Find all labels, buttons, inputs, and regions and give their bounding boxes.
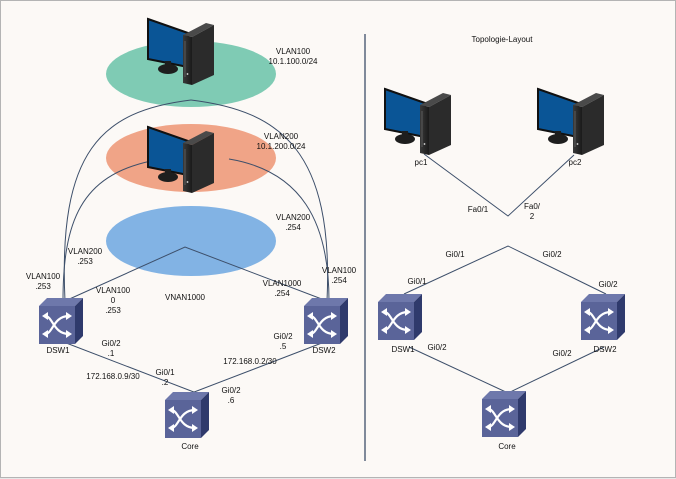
core-label: Core — [181, 442, 199, 451]
right-dsw1-switch-icon[interactable] — [376, 292, 424, 342]
pc2-port-label: Fa0/ 2 — [523, 202, 541, 221]
vlan1000-dsw2-label: VLAN1000 .254 — [262, 279, 302, 298]
link-vlan1000 — [64, 246, 328, 302]
link-dsw2-core-right — [507, 346, 605, 394]
link1-subnet-label: 172.168.0.9/30 — [86, 372, 140, 381]
link-dsw1-core-right — [408, 346, 509, 394]
link-vlan100-dsw1 — [63, 99, 192, 302]
vlan1000-zone — [106, 206, 276, 276]
pc1-label: pc1 — [414, 158, 428, 167]
dsw1-switch-icon[interactable] — [37, 296, 85, 346]
right-dsw1-label: DSW1 — [391, 345, 415, 354]
link-vlan200-dsw2 — [228, 158, 330, 302]
vlan200-dsw2-label: VLAN200 .254 — [275, 213, 311, 232]
vlan1000-dsw1-label: VLAN100 0 .253 — [95, 286, 131, 315]
link-dsw1-core — [60, 340, 200, 395]
vlan200-zone-label: VLAN200 10.1.200.0/24 — [256, 132, 306, 151]
right-dsw2-label: DSW2 — [593, 345, 617, 354]
top-right-port-label: Gi0/2 — [542, 250, 562, 259]
right-dsw2-switch-icon[interactable] — [579, 292, 627, 342]
pc2-icon[interactable] — [537, 88, 605, 156]
link2-subnet-label: 172.168.0.2/30 — [223, 357, 277, 366]
dsw2-down-port-label: Gi0/2 — [552, 349, 572, 358]
core-gi02-label: Gi0/2 .6 — [221, 386, 241, 405]
right-core-switch-icon[interactable] — [480, 389, 528, 439]
vlan100-dsw2-label: VLAN100 .254 — [321, 266, 357, 285]
topology-layout-title: Topologie-Layout — [471, 35, 533, 44]
core-gi01-label: Gi0/1 .2 — [155, 368, 175, 387]
dsw1-label: DSW1 — [46, 346, 70, 355]
vlan200-dsw1-label: VLAN200 .253 — [67, 247, 103, 266]
link-vlan100-dsw2 — [190, 99, 329, 302]
pc1-icon[interactable] — [384, 88, 452, 156]
link-vlan200-dsw1 — [62, 160, 152, 302]
right-core-label: Core — [498, 442, 516, 451]
dsw1-gi02-label: Gi0/2 .1 — [101, 339, 121, 358]
dsw2-up-port-label: Gi0/2 — [598, 280, 618, 289]
dsw1-up-port-label: Gi0/1 — [407, 277, 427, 286]
link-pcs-access — [423, 153, 575, 217]
dsw2-gi02-label: Gi0/2 .5 — [273, 332, 293, 351]
pc1-port-label: Fa0/1 — [467, 205, 489, 214]
dsw2-label: DSW2 — [312, 346, 336, 355]
dsw1-down-port-label: Gi0/2 — [427, 343, 447, 352]
vlan100-dsw1-label: VLAN100 .253 — [25, 272, 61, 291]
pc2-label: pc2 — [568, 158, 582, 167]
vlan1000-zone-label: VNAN1000 — [164, 293, 206, 302]
core-switch-icon[interactable] — [163, 390, 211, 440]
top-left-port-label: Gi0/1 — [445, 250, 465, 259]
vlan100-zone-label: VLAN100 10.1.100.0/24 — [268, 47, 318, 66]
link-dsw2-core — [188, 340, 328, 395]
dsw2-switch-icon[interactable] — [302, 296, 350, 346]
link-top-dsw — [403, 245, 607, 295]
